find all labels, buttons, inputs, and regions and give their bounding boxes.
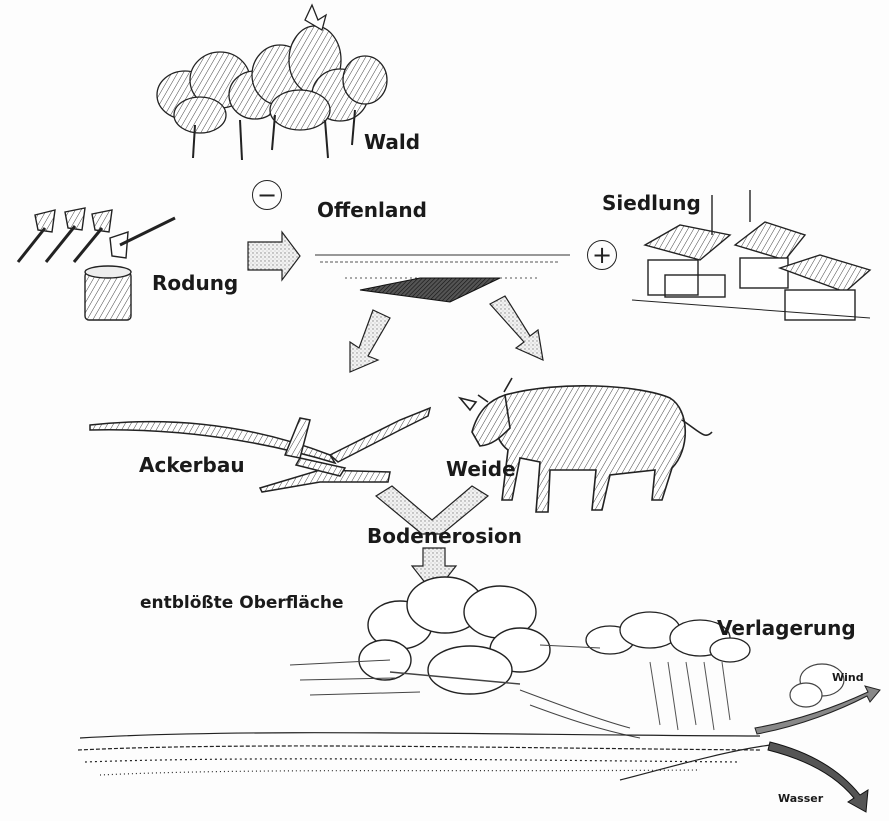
plus-sign: + bbox=[587, 240, 617, 270]
arrow-offenland-to-weide bbox=[490, 296, 543, 360]
label-wald: Wald bbox=[364, 132, 420, 152]
label-verlagerung: Verlagerung bbox=[717, 618, 856, 638]
label-wind: Wind bbox=[832, 672, 864, 683]
label-wasser: Wasser bbox=[778, 793, 823, 804]
label-offenland: Offenland bbox=[317, 200, 427, 220]
dust-cloud-illustration bbox=[359, 577, 550, 694]
plough-illustration bbox=[90, 408, 430, 492]
forest-illustration bbox=[157, 5, 387, 160]
ground-illustration bbox=[78, 733, 770, 780]
label-entbloesste-oberflaeche: entblößte Oberfläche bbox=[140, 595, 344, 612]
arrow-offenland-to-ackerbau bbox=[350, 310, 390, 372]
label-weide: Weide bbox=[446, 459, 516, 479]
label-siedlung: Siedlung bbox=[602, 193, 701, 213]
label-rodung: Rodung bbox=[152, 273, 238, 293]
arrow-rodung-to-offenland bbox=[248, 232, 300, 280]
cow-illustration bbox=[460, 378, 712, 512]
minus-sign: − bbox=[252, 180, 282, 210]
open-land-illustration bbox=[315, 255, 570, 302]
label-bodenerosion: Bodenerosion bbox=[367, 526, 522, 546]
axes-and-stump-illustration bbox=[18, 208, 175, 320]
label-ackerbau: Ackerbau bbox=[139, 455, 245, 475]
